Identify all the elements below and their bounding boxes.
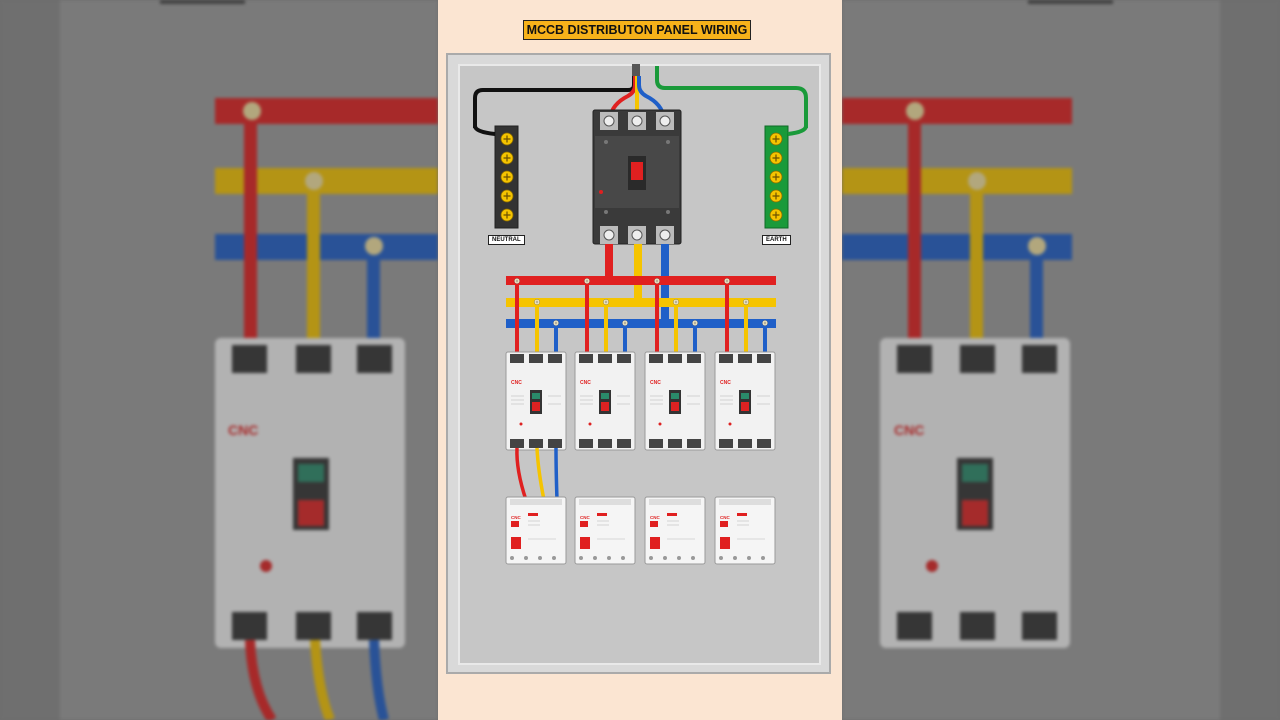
background-right: CNC: [842, 0, 1280, 720]
wiring-diagram: CNC CNC CNC: [473, 64, 808, 565]
yellow-busbar: [506, 298, 776, 307]
svg-text:CNC: CNC: [894, 422, 924, 438]
busbar-drops: [514, 278, 768, 354]
feeder-red-wire: [515, 447, 528, 501]
svg-text:CNC: CNC: [580, 515, 590, 520]
neutral-bar: [494, 125, 519, 229]
outgoing-mccb-3: CNC: [644, 351, 706, 451]
incoming-cable: [632, 64, 640, 76]
feeder-blue-wire: [554, 447, 559, 501]
outgoing-mccb-2: CNC: [574, 351, 636, 451]
svg-text:CNC: CNC: [228, 422, 258, 438]
neutral-label: NEUTRAL: [488, 235, 525, 245]
red-busbar: [506, 276, 776, 285]
rcbo-4: CNC: [714, 496, 776, 565]
feeder-yellow-wire: [535, 447, 546, 501]
svg-text:CNC: CNC: [580, 380, 591, 386]
rcbo-2: CNC: [574, 496, 636, 565]
outgoing-mccb-1: CNC: [505, 351, 567, 451]
main-mccb: [592, 109, 682, 245]
earth-wire: [655, 66, 808, 128]
outgoing-mccb-4: CNC: [714, 351, 776, 451]
earth-bar: [764, 125, 789, 229]
svg-text:CNC: CNC: [650, 515, 660, 520]
svg-text:CNC: CNC: [650, 380, 661, 386]
rcbo-1: CNC: [505, 496, 567, 565]
svg-text:CNC: CNC: [511, 380, 522, 386]
rcbo-3: CNC: [644, 496, 706, 565]
diagram-title: MCCB DISTRIBUTON PANEL WIRING: [523, 20, 751, 40]
svg-text:CNC: CNC: [720, 380, 731, 386]
diagram-frame: MCCB DISTRIBUTON PANEL WIRING: [438, 0, 842, 720]
svg-text:CNC: CNC: [720, 515, 730, 520]
svg-text:CNC: CNC: [511, 515, 521, 520]
background-left: CNC: [0, 0, 438, 720]
blue-busbar: [506, 319, 776, 328]
earth-label: EARTH: [762, 235, 791, 245]
